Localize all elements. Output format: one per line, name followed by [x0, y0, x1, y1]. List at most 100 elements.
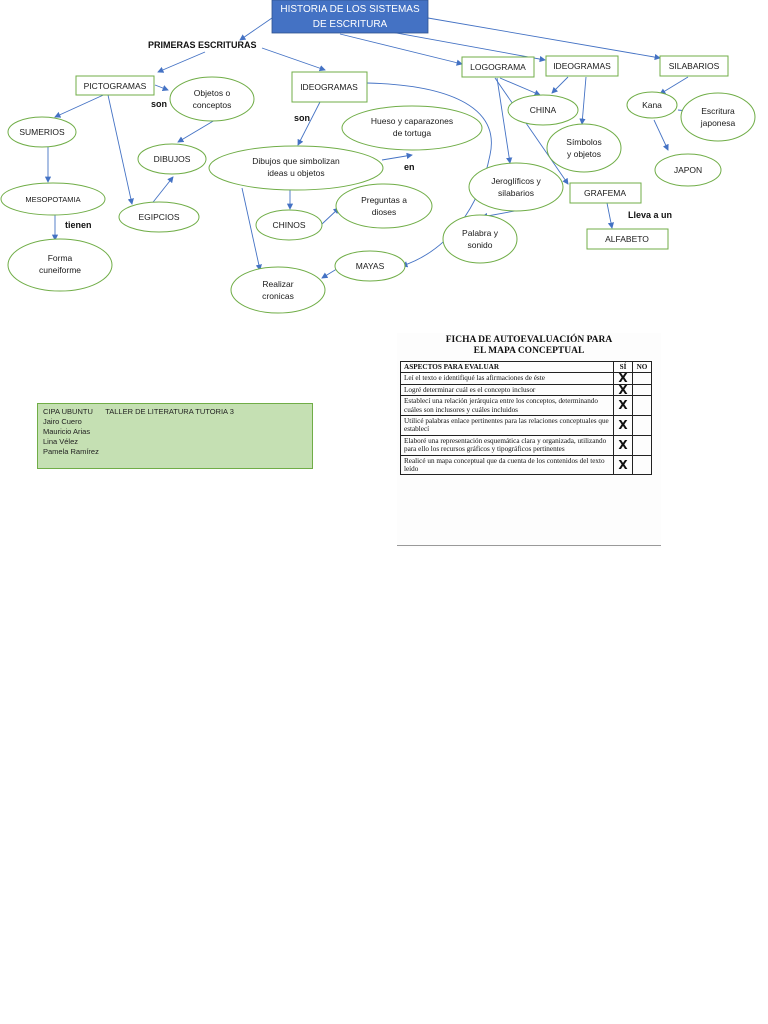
credits-name: Lina Vélez [43, 437, 79, 446]
node-china: CHINA [530, 105, 557, 115]
node-pictogramas-box [75, 75, 155, 96]
link-son-2: son [294, 113, 310, 123]
node-logograma: LOGOGRAMA [470, 62, 526, 72]
si-mark: X [613, 384, 633, 397]
node-palabra-line-1: Palabra y [462, 228, 499, 238]
aspect-text: Realicé un mapa conceptual que da cuenta… [400, 454, 614, 476]
credits-name: Mauricio Arias [43, 427, 91, 436]
connector [154, 84, 169, 92]
node-palabra-line-2: sonido [467, 240, 492, 250]
node-preguntas-line-1: Preguntas a [361, 195, 407, 205]
node-objetos-shape [169, 76, 255, 122]
node-hueso-line-1: Hueso y caparazones [371, 116, 453, 126]
node-hueso-line-2: de tortuga [393, 128, 432, 138]
node-dibujos-simbolizan-shape [208, 145, 384, 191]
no-cell [632, 395, 652, 417]
connector [239, 17, 273, 41]
node-preguntas-line-2: dioses [372, 207, 397, 217]
connector [339, 33, 463, 66]
table-header-row: ASPECTOS PARA EVALUAR SÍ NO [400, 360, 652, 374]
node-palabra-shape [442, 214, 518, 264]
node-realizar-shape [230, 266, 326, 314]
node-simbolos-line-1: Símbolos [566, 137, 601, 147]
link-son-1: son [151, 99, 167, 109]
si-mark: X [613, 415, 633, 436]
node-dibujos-simbolizan-line-2: ideas u objetos [267, 168, 324, 178]
node-realizar-line-1: Realizar [262, 279, 293, 289]
node-kana-shape [626, 91, 678, 119]
node-japon: JAPON [674, 165, 702, 175]
node-ideogramas-left-box [291, 71, 368, 103]
connector [54, 91, 111, 118]
si-mark: X [613, 395, 633, 417]
node-mesopotamia-shape [0, 182, 106, 216]
ficha-title-line-2: EL MAPA CONCEPTUAL [473, 346, 585, 356]
link-lleva-a-un: Lleva a un [628, 210, 672, 220]
no-cell [632, 383, 652, 397]
header-no: NO [632, 360, 652, 374]
node-ideogramas-right-box [545, 55, 619, 77]
connector [427, 17, 661, 61]
node-alfabeto-box [586, 228, 669, 250]
connector [177, 119, 216, 143]
table-row: Utilicé palabras enlace pertinentes para… [400, 415, 652, 436]
header-aspectos: ASPECTOS PARA EVALUAR [400, 360, 614, 374]
node-preguntas-shape [335, 183, 433, 229]
node-simbolos-shape [546, 123, 622, 173]
title-line-1: HISTORIA DE LOS SISTEMAS [280, 4, 420, 15]
node-logograma-box [461, 56, 535, 78]
node-egipcios: EGIPCIOS [138, 212, 179, 222]
table-row: Logré determinar cuál es el concepto inc… [400, 383, 652, 397]
node-dibujos: DIBUJOS [154, 154, 191, 164]
node-forma-line-1: Forma [48, 253, 73, 263]
node-jeroglificos-shape [468, 162, 564, 212]
node-egipcios-shape [118, 201, 200, 233]
node-grafema-box [569, 182, 642, 204]
node-simbolos-line-2: y objetos [567, 149, 601, 159]
connector [297, 101, 321, 146]
aspect-text: Utilicé palabras enlace pertinentes para… [400, 415, 614, 436]
node-forma-shape [7, 238, 113, 292]
no-cell [632, 415, 652, 436]
connector [157, 51, 206, 73]
aspect-text: Establecí una relación jerárquica entre … [400, 395, 614, 417]
aspect-text: Elaboré una representación esquemática c… [400, 434, 614, 456]
node-chinos-shape [255, 209, 323, 241]
connector [241, 187, 262, 271]
si-mark: X [613, 454, 633, 476]
node-alfabeto: ALFABETO [605, 234, 649, 244]
node-escritura-japonesa-shape [680, 92, 756, 142]
connector [321, 207, 340, 225]
node-mayas: MAYAS [356, 261, 385, 271]
node-escritura-japonesa-line-2: japonesa [700, 118, 736, 128]
aspect-text: Leí el texto e identifiqué las afirmacio… [400, 372, 614, 385]
table-row: Elaboré una representación esquemática c… [400, 434, 652, 456]
node-escritura-japonesa-line-1: Escritura [701, 106, 735, 116]
connector [107, 94, 134, 205]
node-realizar-line-2: cronicas [262, 291, 294, 301]
node-jeroglificos-line-1: Jeroglíficos y [491, 176, 541, 186]
sheet-bottom-edge [397, 545, 661, 546]
connector [494, 77, 569, 185]
node-grafema: GRAFEMA [584, 188, 626, 198]
credits-box: CIPA UBUNTU TALLER DE LITERATURA TUTORIA… [37, 403, 313, 469]
node-forma-line-2: cuneiforme [39, 265, 81, 275]
node-chinos: CHINOS [272, 220, 305, 230]
link-tienen: tienen [65, 220, 92, 230]
table-row: Establecí una relación jerárquica entre … [400, 395, 652, 417]
node-ideogramas-right: IDEOGRAMAS [553, 61, 611, 71]
credits-name: Jairo Cuero [43, 417, 82, 426]
node-china-shape [507, 94, 579, 126]
connector [379, 29, 546, 63]
concept-map: HISTORIA DE LOS SISTEMAS DE ESCRITURA PR… [0, 0, 756, 314]
self-evaluation-sheet: FICHA DE AUTOEVALUACIÓN PARA EL MAPA CON… [397, 333, 661, 548]
node-silabarios-box [659, 55, 729, 77]
node-silabarios: SILABARIOS [669, 61, 720, 71]
connector [653, 119, 669, 151]
connector [606, 202, 615, 229]
node-mayas-shape [334, 250, 406, 282]
table-row: Realicé un mapa conceptual que da cuenta… [400, 454, 652, 476]
node-kana: Kana [642, 100, 662, 110]
node-ideogramas-left: IDEOGRAMAS [300, 82, 358, 92]
no-cell [632, 372, 652, 385]
